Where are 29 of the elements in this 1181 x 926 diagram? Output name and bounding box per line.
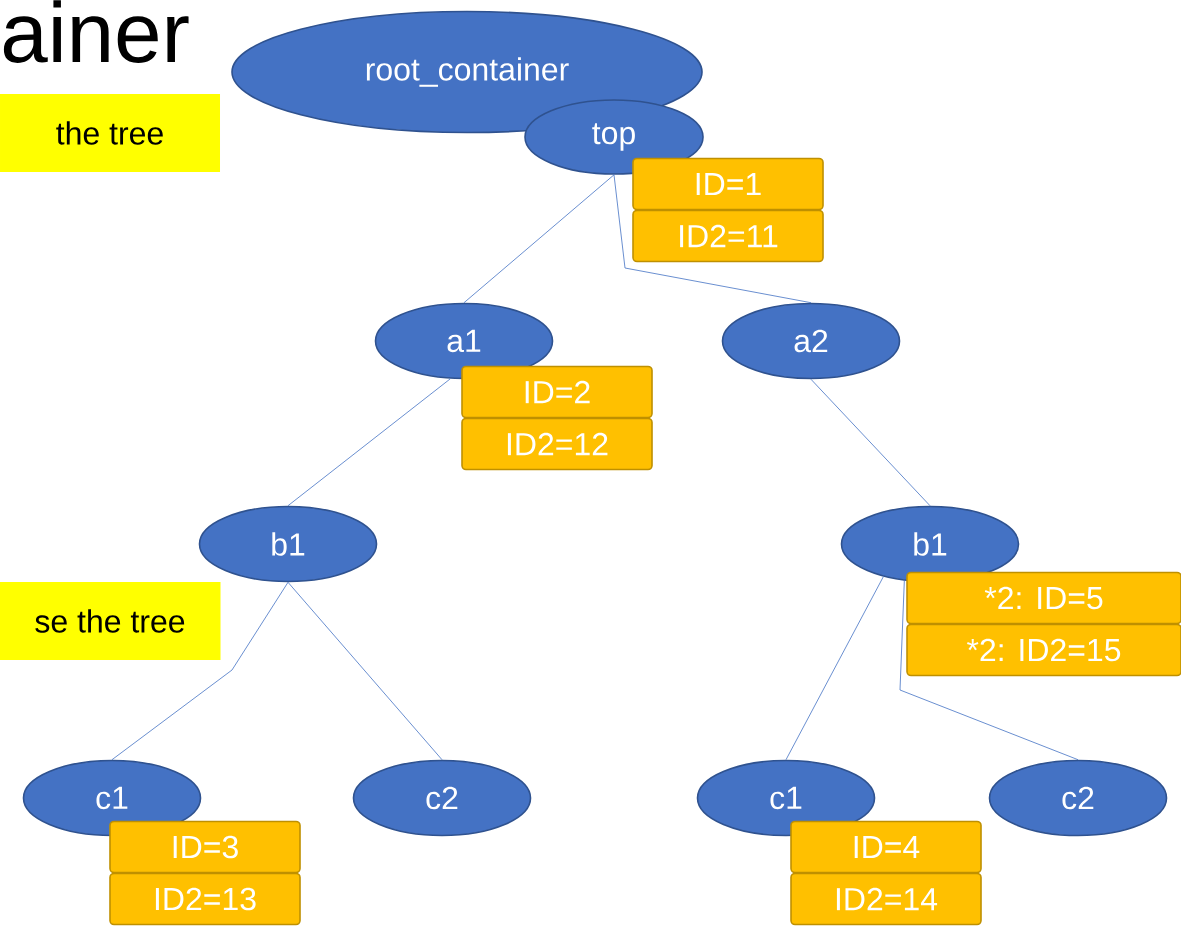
id-box: ID=2 — [461, 365, 653, 419]
ellipse-node: b1 — [198, 505, 378, 583]
connector-line — [899, 580, 1079, 761]
ellipse-node: c1 — [22, 759, 202, 837]
connector-line — [613, 174, 812, 304]
ellipse-node: c1 — [696, 759, 876, 837]
id-box: ID=3 — [109, 820, 301, 874]
note-box: se the tree — [0, 582, 221, 660]
note-box: the tree — [0, 94, 220, 172]
connector-line — [785, 576, 884, 761]
connector-line — [287, 581, 443, 761]
id-box: *2: ID2=15 — [906, 623, 1181, 677]
connector-line — [111, 581, 289, 761]
id-box: ID=4 — [790, 820, 982, 874]
connector-line — [810, 378, 931, 507]
id-box: ID=1 — [632, 157, 824, 211]
title-text: ainer — [3, 0, 189, 63]
connector-line — [463, 174, 615, 304]
connector-line — [287, 378, 451, 507]
ellipse-node: b1 — [840, 505, 1020, 583]
ellipse-node: a2 — [721, 302, 901, 380]
id-box: ID2=13 — [109, 872, 301, 926]
id-box: ID2=12 — [461, 417, 653, 471]
id-box: *2: ID=5 — [906, 571, 1181, 625]
ellipse-node: a1 — [374, 302, 554, 380]
ellipse-node: c2 — [988, 759, 1168, 837]
ellipse-node: c2 — [352, 759, 532, 837]
id-box: ID2=14 — [790, 872, 982, 926]
id-box: ID2=11 — [632, 209, 824, 263]
